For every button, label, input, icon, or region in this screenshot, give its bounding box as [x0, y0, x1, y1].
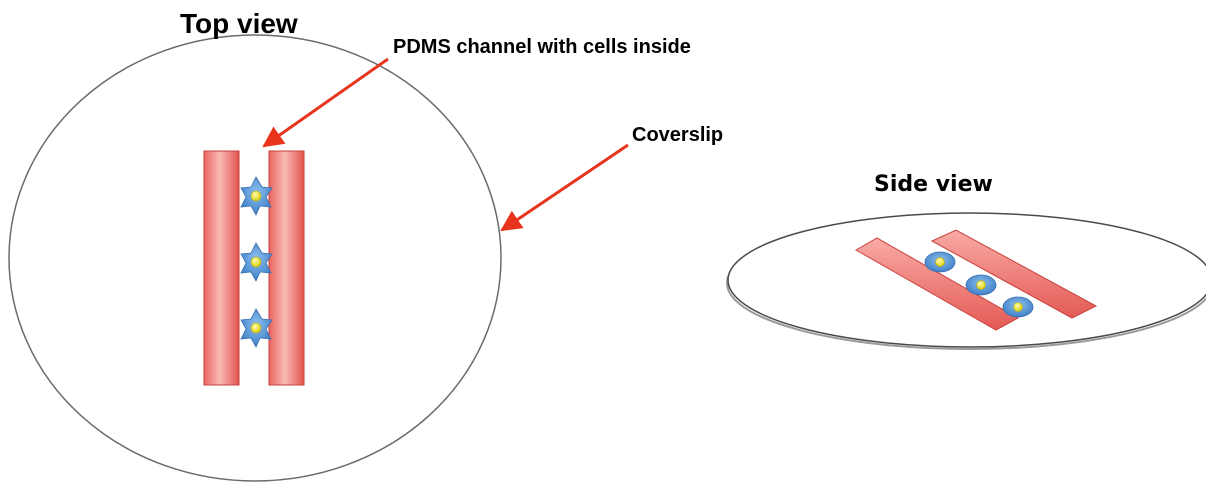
channel-label: PDMS channel with cells inside: [393, 36, 691, 58]
top-view-cell: [240, 242, 273, 282]
side-view-channel-wall-right: [930, 229, 1098, 319]
coverslip-pointer-arrow: [500, 143, 629, 232]
coverslip-label: Coverslip: [632, 124, 724, 146]
top-view-channel-wall-left: [203, 150, 240, 386]
top-view-cell: [240, 176, 273, 216]
side-view-title: Side view: [874, 172, 993, 197]
side-view-cell: [1002, 296, 1034, 318]
top-view-cell: [240, 308, 273, 348]
side-view-cell: [924, 251, 956, 273]
top-view-title: Top view: [180, 8, 298, 39]
side-view-cell: [965, 274, 997, 296]
side-view-coverslip: [727, 212, 1206, 348]
top-view-channel-wall-right: [268, 150, 305, 386]
side-view-channel-wall-left: [854, 237, 1020, 331]
channel-pointer-arrow: [262, 57, 389, 148]
